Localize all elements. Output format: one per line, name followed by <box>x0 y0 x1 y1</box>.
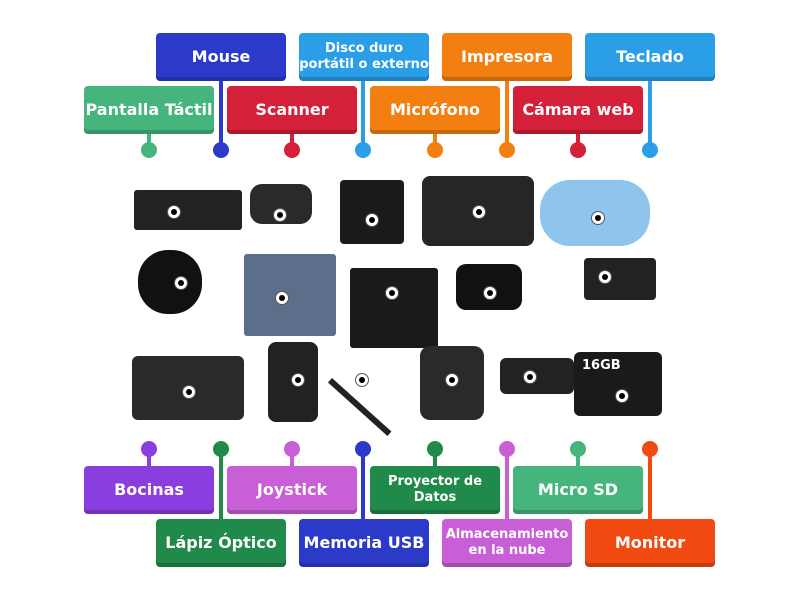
label-tile[interactable]: Bocinas <box>84 466 214 514</box>
label-tile[interactable]: Teclado <box>585 33 715 81</box>
pin-dot <box>570 441 586 457</box>
label-tile[interactable]: Lápiz Óptico <box>156 519 286 567</box>
label-tile[interactable]: Pantalla Táctil <box>84 86 214 134</box>
label-tile[interactable]: Joystick <box>227 466 357 514</box>
label-tile[interactable]: Mouse <box>156 33 286 81</box>
label-tile[interactable]: Proyector de Datos <box>370 466 500 514</box>
pin-dot <box>141 441 157 457</box>
connector-line <box>505 73 509 150</box>
connector-line <box>147 126 151 150</box>
connector-line <box>219 73 223 150</box>
drop-target-marker[interactable] <box>483 286 497 300</box>
drop-target-marker[interactable] <box>275 291 289 305</box>
label-tile[interactable]: Impresora <box>442 33 572 81</box>
pin-dot <box>141 142 157 158</box>
drop-target-marker[interactable] <box>273 208 287 222</box>
pin-dot <box>570 142 586 158</box>
connector-line <box>290 449 294 471</box>
connector-line <box>290 126 294 150</box>
keyboard-image <box>134 190 242 230</box>
connector-line <box>505 449 509 524</box>
pin-dot <box>213 441 229 457</box>
drop-target-marker[interactable] <box>591 211 605 225</box>
drop-target-marker[interactable] <box>291 373 305 387</box>
drop-target-marker[interactable] <box>472 205 486 219</box>
label-tile[interactable]: Micro SD <box>513 466 643 514</box>
pin-dot <box>284 441 300 457</box>
monitor-image <box>350 268 438 348</box>
pin-dot <box>499 441 515 457</box>
pin-dot <box>284 142 300 158</box>
pin-dot <box>427 142 443 158</box>
drop-target-marker[interactable] <box>445 373 459 387</box>
connector-line <box>147 449 151 471</box>
usb-drive-image <box>500 358 574 394</box>
drop-target-marker[interactable] <box>365 213 379 227</box>
connector-line <box>648 73 652 150</box>
drop-target-marker[interactable] <box>385 286 399 300</box>
label-tile[interactable]: Almacenamiento en la nube <box>442 519 572 567</box>
pin-dot <box>213 142 229 158</box>
pin-dot <box>499 142 515 158</box>
drop-target-marker[interactable] <box>182 385 196 399</box>
connector-line <box>648 449 652 524</box>
connector-line <box>361 449 365 524</box>
connector-line <box>219 449 223 524</box>
hard-drive-image <box>584 258 656 300</box>
connector-line <box>361 73 365 150</box>
microsd-image: 16GB <box>574 352 662 416</box>
tablet-image <box>244 254 336 336</box>
label-tile[interactable]: Cámara web <box>513 86 643 134</box>
pin-dot <box>355 441 371 457</box>
drop-target-marker[interactable] <box>167 205 181 219</box>
pin-dot <box>355 142 371 158</box>
printer-image <box>340 180 404 244</box>
drop-target-marker[interactable] <box>615 389 629 403</box>
label-tile[interactable]: Monitor <box>585 519 715 567</box>
label-tile[interactable]: Memoria USB <box>299 519 429 567</box>
connector-line <box>576 449 580 471</box>
label-tile[interactable]: Micrófono <box>370 86 500 134</box>
connector-line <box>433 449 437 471</box>
pin-dot <box>642 441 658 457</box>
drop-target-marker[interactable] <box>174 276 188 290</box>
connector-line <box>433 126 437 150</box>
mouse-image <box>138 250 202 314</box>
pin-dot <box>642 142 658 158</box>
drop-target-marker[interactable] <box>355 373 369 387</box>
drop-target-marker[interactable] <box>598 270 612 284</box>
label-tile[interactable]: Disco duro portátil o externo <box>299 33 429 81</box>
connector-line <box>576 126 580 150</box>
drop-target-marker[interactable] <box>523 370 537 384</box>
pin-dot <box>427 441 443 457</box>
microsd-capacity: 16GB <box>582 358 621 373</box>
label-tile[interactable]: Scanner <box>227 86 357 134</box>
